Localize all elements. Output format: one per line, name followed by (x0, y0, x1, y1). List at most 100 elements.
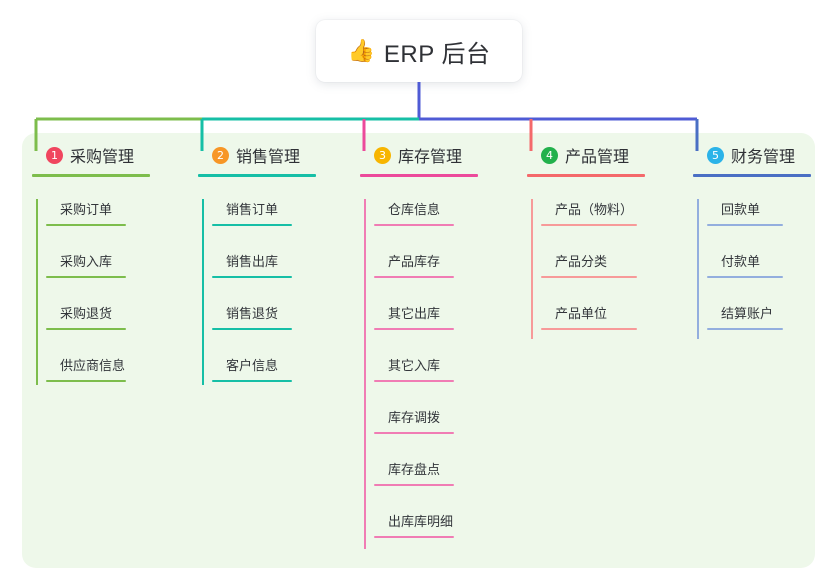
leaf-item-rule (374, 224, 454, 226)
column-header-rule (32, 174, 150, 177)
leaf-item-rule (374, 380, 454, 382)
leaf-list: 回款单付款单结算账户 (693, 199, 839, 339)
leaf-item-rule (541, 276, 637, 278)
leaf-item-label: 采购入库 (60, 254, 113, 269)
column-badge-icon: 3 (374, 146, 391, 164)
root-node[interactable]: 👍 ERP 后台 (316, 20, 522, 82)
column-header-3[interactable]: 3 库存管理 (360, 143, 530, 167)
leaf-item[interactable]: 出库库明细 (374, 511, 530, 538)
leaf-item-label: 结算账户 (721, 306, 774, 321)
leaf-item[interactable]: 付款单 (707, 251, 839, 278)
leaf-item-rule (46, 380, 126, 382)
leaf-item[interactable]: 产品单位 (541, 303, 697, 330)
leaf-item-rule (46, 328, 126, 330)
leaf-item-label: 产品（物料） (555, 202, 634, 217)
leaf-item[interactable]: 产品（物料） (541, 199, 697, 226)
leaf-item[interactable]: 采购订单 (46, 199, 192, 226)
leaf-item-rule (212, 328, 292, 330)
leaf-item[interactable]: 采购退货 (46, 303, 192, 330)
root-node-title: ERP 后台 (383, 40, 491, 68)
leaf-item-rule (46, 276, 126, 278)
leaf-item[interactable]: 回款单 (707, 199, 839, 226)
leaf-item[interactable]: 采购入库 (46, 251, 192, 278)
leaf-item-rule (212, 224, 292, 226)
leaf-item-label: 产品库存 (388, 254, 441, 269)
leaf-item-rule (541, 224, 637, 226)
leaf-item[interactable]: 产品分类 (541, 251, 697, 278)
leaf-item-label: 其它出库 (388, 306, 441, 321)
leaf-item-label: 采购退货 (60, 306, 113, 321)
column-badge-icon: 2 (212, 146, 229, 164)
leaf-item-label: 库存调拨 (388, 410, 441, 425)
leaf-item-label: 回款单 (721, 202, 761, 217)
leaf-item-rule (212, 276, 292, 278)
leaf-item-label: 付款单 (721, 254, 761, 269)
leaf-item-label: 其它入库 (388, 358, 441, 373)
leaf-item-label: 供应商信息 (60, 358, 126, 373)
column-header-5[interactable]: 5 财务管理 (693, 143, 839, 167)
leaf-item-rule (212, 380, 292, 382)
leaf-item[interactable]: 结算账户 (707, 303, 839, 330)
leaf-item-rule (707, 328, 783, 330)
leaf-item-rule (46, 224, 126, 226)
leaf-item-label: 出库库明细 (388, 514, 454, 529)
column-title: 产品管理 (565, 149, 630, 166)
column-header-4[interactable]: 4 产品管理 (527, 143, 697, 167)
leaf-item[interactable]: 库存调拨 (374, 407, 530, 434)
column-header-rule (527, 174, 645, 177)
column-badge-icon: 4 (541, 146, 558, 164)
leaf-item-label: 仓库信息 (388, 202, 441, 217)
leaf-item[interactable]: 其它入库 (374, 355, 530, 382)
leaf-item-label: 销售退货 (226, 306, 279, 321)
column-header-2[interactable]: 2 销售管理 (198, 143, 358, 167)
column-4: 4 产品管理产品（物料） 产品分类产品单位 (527, 143, 697, 339)
column-header-rule (360, 174, 478, 177)
column-header-1[interactable]: 1 采购管理 (32, 143, 192, 167)
leaf-item[interactable]: 销售出库 (212, 251, 358, 278)
leaf-item-rule (374, 432, 454, 434)
leaf-list: 产品（物料） 产品分类产品单位 (527, 199, 697, 339)
leaf-item[interactable]: 客户信息 (212, 355, 358, 382)
column-badge-icon: 1 (46, 146, 63, 164)
leaf-item-rule (374, 328, 454, 330)
leaf-item-label: 产品单位 (555, 306, 608, 321)
leaf-item-label: 销售出库 (226, 254, 279, 269)
leaf-item-label: 销售订单 (226, 202, 279, 217)
leaf-item-rule (374, 536, 454, 538)
leaf-item-label: 采购订单 (60, 202, 113, 217)
column-3: 3 库存管理仓库信息产品库存其它出库其它入库库存调拨库存盘点出库库明细 (360, 143, 530, 549)
leaf-item[interactable]: 销售订单 (212, 199, 358, 226)
leaf-item[interactable]: 仓库信息 (374, 199, 530, 226)
leaf-spine (364, 199, 366, 549)
leaf-item-rule (707, 224, 783, 226)
column-title: 财务管理 (731, 149, 796, 166)
thumbs-up-icon: 👍 (347, 38, 375, 63)
leaf-item-rule (374, 484, 454, 486)
column-title: 库存管理 (398, 149, 463, 166)
column-badge-icon: 5 (707, 146, 724, 164)
leaf-item-label: 产品分类 (555, 254, 608, 269)
leaf-item-rule (541, 328, 637, 330)
leaf-item-label: 客户信息 (226, 358, 279, 373)
leaf-item-rule (374, 276, 454, 278)
column-1: 1 采购管理采购订单采购入库采购退货供应商信息 (32, 143, 192, 385)
leaf-item[interactable]: 供应商信息 (46, 355, 192, 382)
leaf-item[interactable]: 其它出库 (374, 303, 530, 330)
leaf-list: 采购订单采购入库采购退货供应商信息 (32, 199, 192, 385)
leaf-item-rule (707, 276, 783, 278)
leaf-spine (531, 199, 533, 339)
column-title: 采购管理 (70, 149, 135, 166)
column-title: 销售管理 (236, 149, 301, 166)
column-header-rule (198, 174, 316, 177)
leaf-item[interactable]: 库存盘点 (374, 459, 530, 486)
leaf-spine (697, 199, 699, 339)
leaf-list: 仓库信息产品库存其它出库其它入库库存调拨库存盘点出库库明细 (360, 199, 530, 549)
column-header-rule (693, 174, 811, 177)
leaf-item[interactable]: 产品库存 (374, 251, 530, 278)
column-5: 5 财务管理回款单付款单结算账户 (693, 143, 839, 339)
diagram-panel (22, 133, 815, 568)
column-2: 2 销售管理销售订单销售出库销售退货客户信息 (198, 143, 358, 385)
leaf-item-label: 库存盘点 (388, 462, 441, 477)
leaf-list: 销售订单销售出库销售退货客户信息 (198, 199, 358, 385)
leaf-item[interactable]: 销售退货 (212, 303, 358, 330)
